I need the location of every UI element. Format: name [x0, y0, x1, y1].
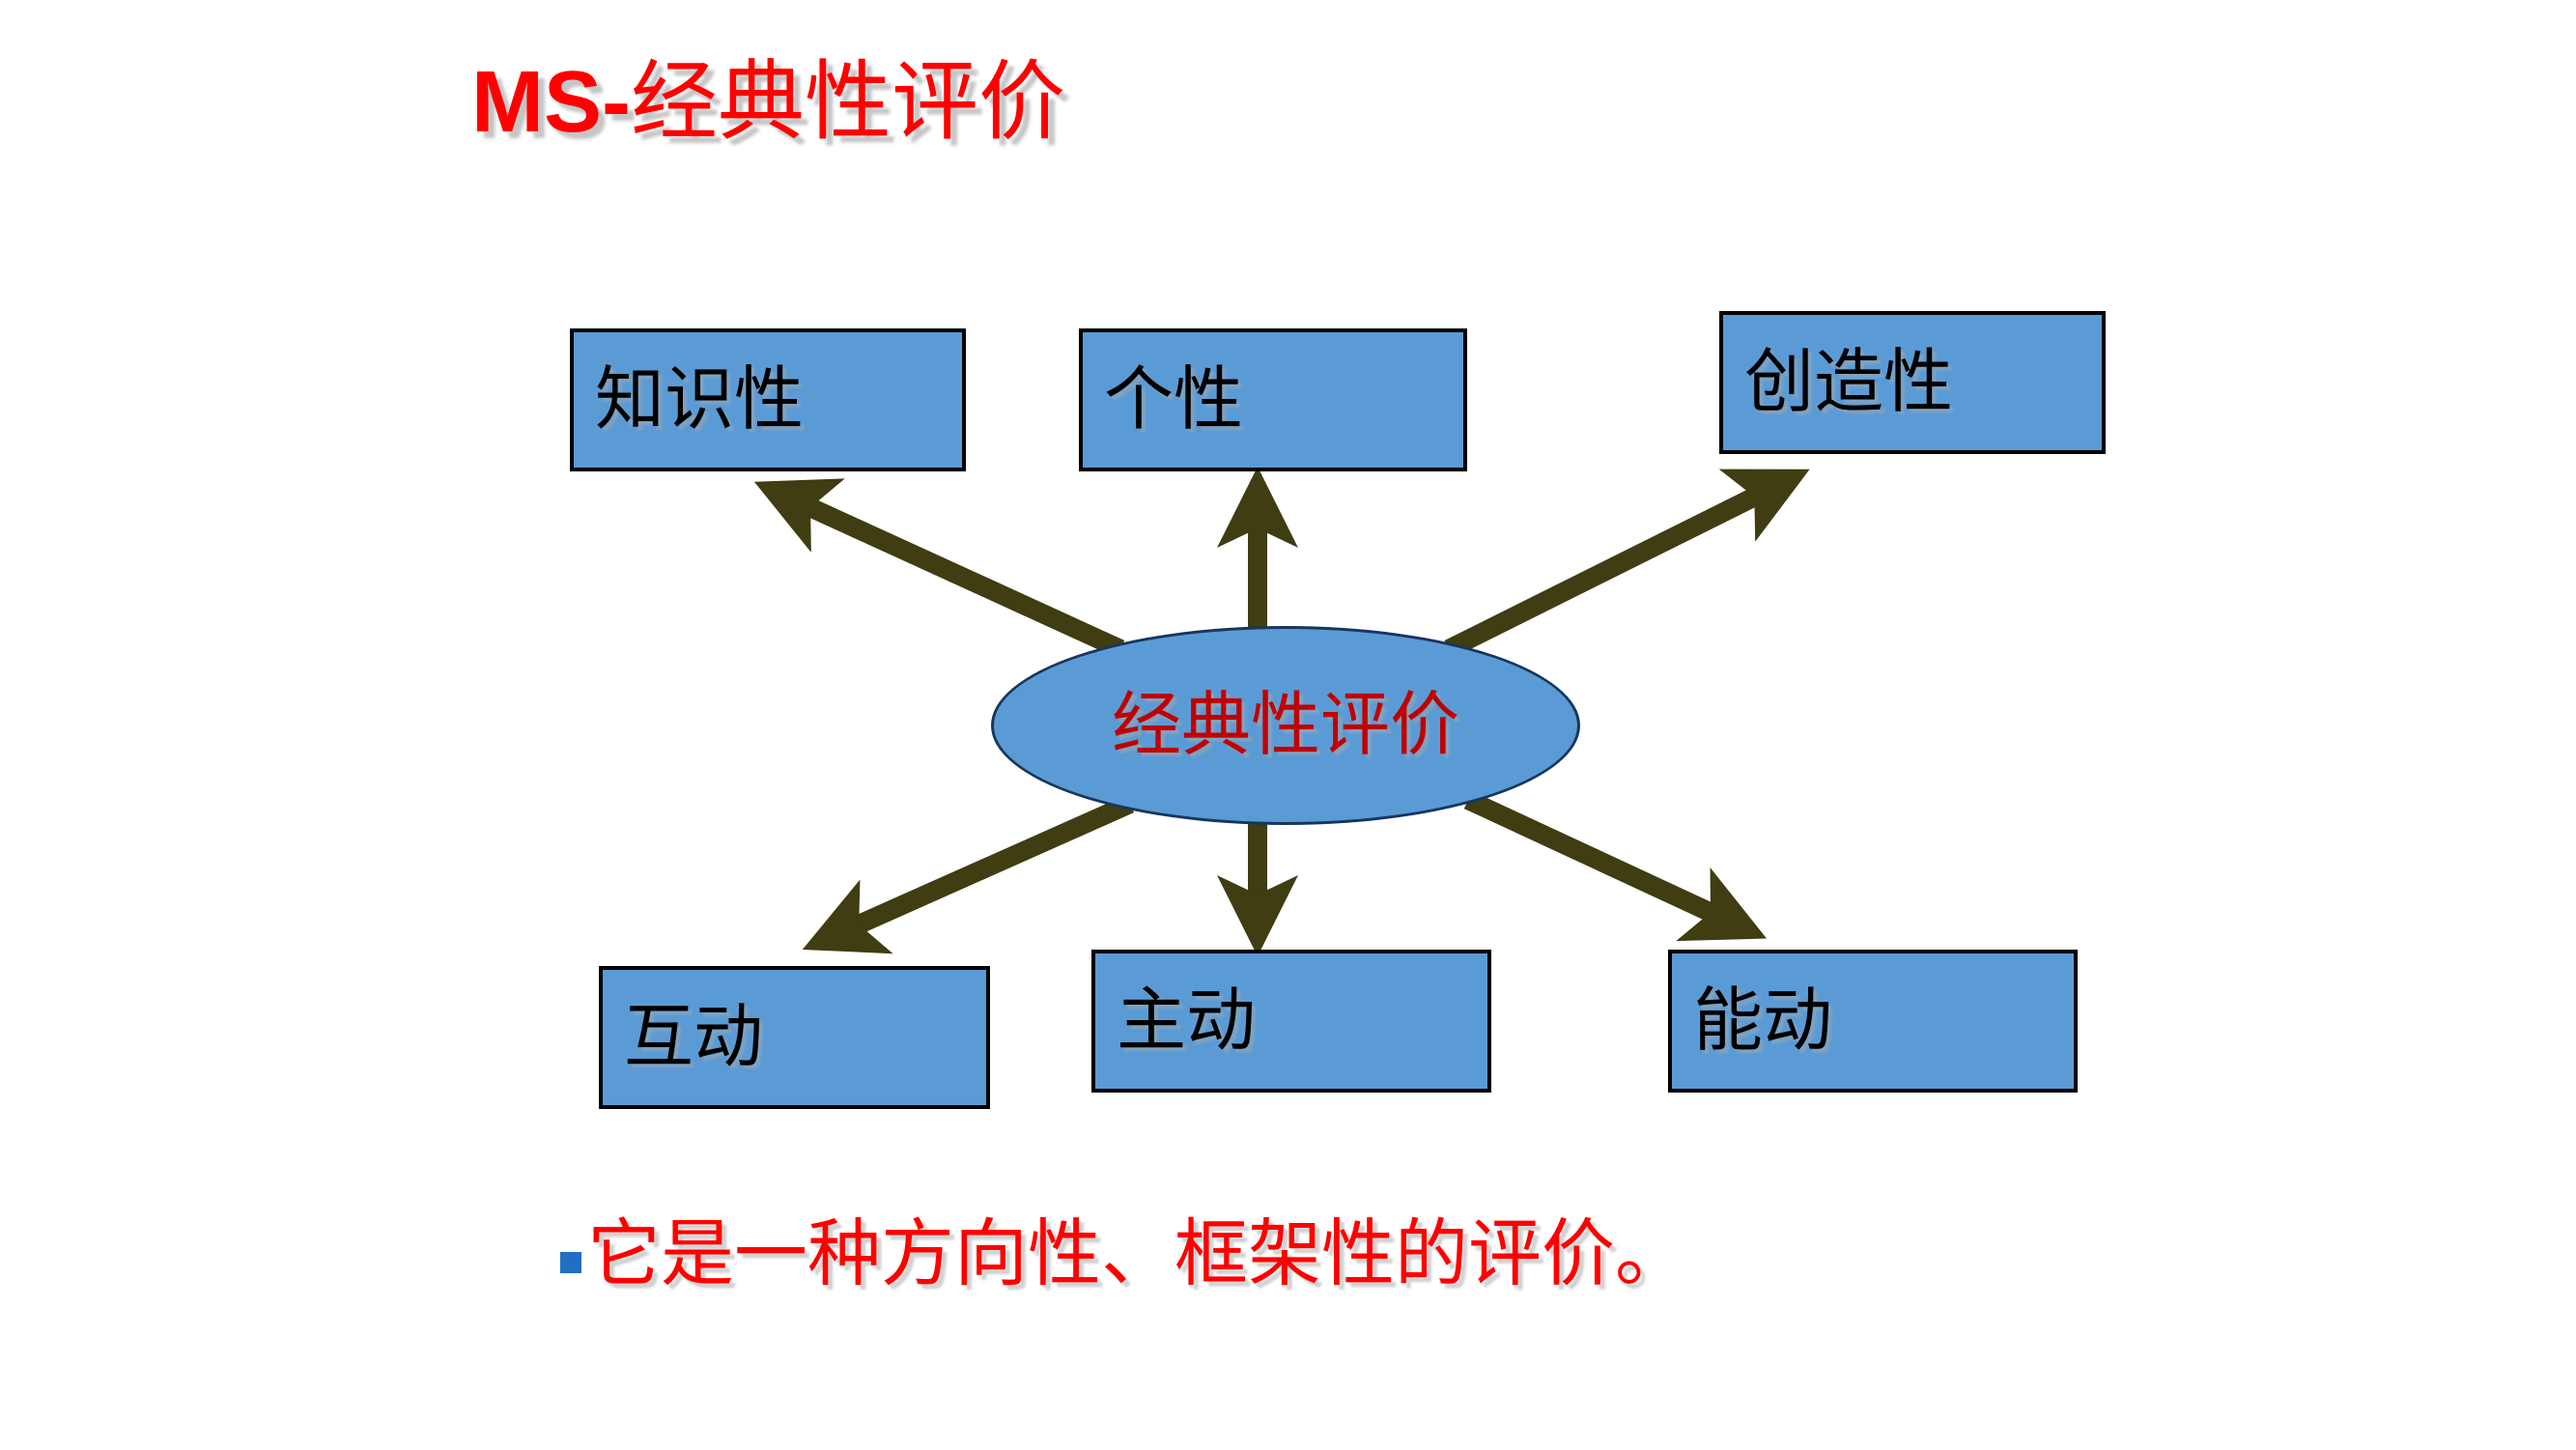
bullet-text: 它是一种方向性、框架性的评价。 — [587, 1214, 1688, 1295]
arrow-to-interaction — [802, 794, 1135, 954]
node-label: 个性 — [1104, 361, 1244, 439]
page-title: MS-经典性评价 — [471, 53, 1065, 154]
node-label: 互动 — [624, 999, 764, 1076]
square-bullet-icon — [560, 1252, 581, 1273]
arrow-to-knowledge — [753, 478, 1125, 659]
node-box-proactive[interactable]: 主动 — [1091, 950, 1491, 1093]
bullet-line: 它是一种方向性、框架性的评价。 — [560, 1214, 1688, 1296]
node-box-dynamism[interactable]: 能动 — [1668, 950, 2078, 1093]
node-box-personality[interactable]: 个性 — [1079, 328, 1467, 471]
node-label: 主动 — [1117, 982, 1257, 1060]
center-label: 经典性评价 — [1111, 687, 1459, 764]
node-label: 知识性 — [595, 361, 805, 439]
node-box-creativity[interactable]: 创造性 — [1719, 311, 2106, 454]
arrow-to-dynamism — [1463, 790, 1768, 942]
center-ellipse-hub[interactable]: 经典性评价 — [991, 626, 1580, 825]
node-label: 能动 — [1693, 982, 1833, 1060]
node-box-interaction[interactable]: 互动 — [599, 966, 990, 1109]
node-box-knowledge[interactable]: 知识性 — [570, 328, 966, 471]
title-han-part: 经典性评价 — [630, 55, 1065, 151]
title-latin-part: MS- — [471, 54, 631, 151]
node-label: 创造性 — [1744, 344, 1954, 421]
arrow-to-creativity — [1444, 469, 1810, 658]
